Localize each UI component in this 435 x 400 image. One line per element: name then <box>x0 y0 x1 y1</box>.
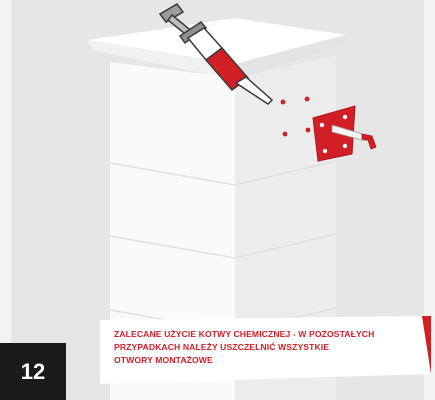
caption-line: ZALECANE UŻYCIE KOTWY CHEMICZNEJ - W POZ… <box>114 329 375 339</box>
pillar-cap-front <box>88 40 235 80</box>
pillar-cap-side <box>235 35 346 80</box>
step-number-badge: 12 <box>0 343 66 400</box>
caption-line: PRZYPADKACH NALEŻY USZCZELNIĆ WSZYSTKIE <box>114 342 330 352</box>
drill-holes <box>280 96 311 137</box>
caption-box-shape <box>100 316 431 384</box>
pillar-cap-top <box>88 18 346 64</box>
mounting-bracket-icon <box>312 105 377 162</box>
syringe-icon <box>158 3 274 105</box>
caption-text: ZALECANE UŻYCIE KOTWY CHEMICZNEJ - W POZ… <box>114 328 410 367</box>
caption-line: OTWORY MONTAŻOWE <box>114 355 213 365</box>
caption-box: ZALECANE UŻYCIE KOTWY CHEMICZNEJ - W POZ… <box>100 316 431 384</box>
